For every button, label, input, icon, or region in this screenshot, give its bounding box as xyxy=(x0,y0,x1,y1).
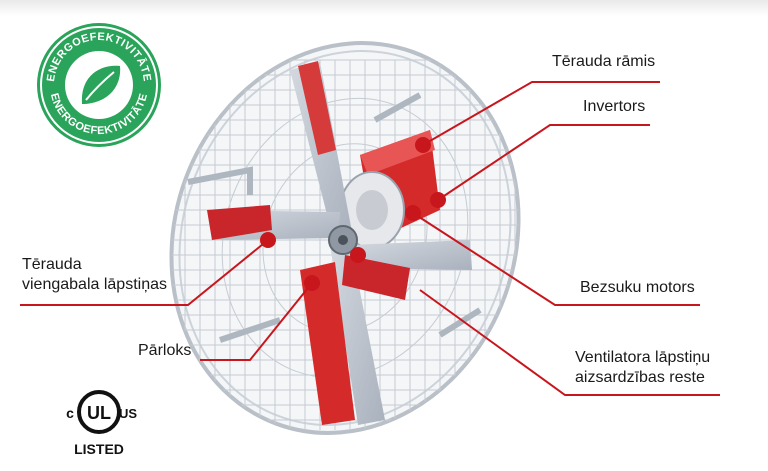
label-line: Invertors xyxy=(583,98,646,115)
leaf-icon xyxy=(81,65,121,104)
label-steel-blades: Tērauda viengabala lāpstiņas xyxy=(22,255,167,295)
top-shadow-bar xyxy=(0,0,768,16)
label-line: Ventilatora lāpstiņu xyxy=(575,349,711,366)
label-hub: Pārloks xyxy=(138,341,191,361)
label-line: aizsardzības reste xyxy=(575,369,705,386)
label-line: Tērauda rāmis xyxy=(552,53,656,70)
steel-frame-brackets xyxy=(187,92,482,343)
label-brushless-motor: Bezsuku motors xyxy=(580,278,695,298)
ul-us-letters: US xyxy=(119,406,137,421)
ul-c-letter: c xyxy=(66,405,74,421)
ul-listed-icon: UL c US LISTED xyxy=(66,390,137,457)
label-line: viengabala lāpstiņas xyxy=(22,276,167,293)
ul-listed-text: LISTED xyxy=(74,441,124,457)
ul-mark: UL xyxy=(87,403,111,423)
label-line: Pārloks xyxy=(138,342,192,359)
fan-blades xyxy=(207,61,472,425)
label-blade-guard: Ventilatora lāpstiņu aizsardzības reste xyxy=(575,348,710,388)
label-line: Tērauda xyxy=(22,256,82,273)
callout-dots xyxy=(260,137,446,291)
label-line: Bezsuku motors xyxy=(580,279,695,296)
callout-lines xyxy=(20,81,720,396)
label-steel-frame: Tērauda rāmis xyxy=(552,52,655,72)
label-inverter: Invertors xyxy=(583,97,645,117)
energy-efficiency-badge: ENERGOEFEKTIVITĀTE ENERGOEFEKTIVITĀTE xyxy=(37,23,161,147)
